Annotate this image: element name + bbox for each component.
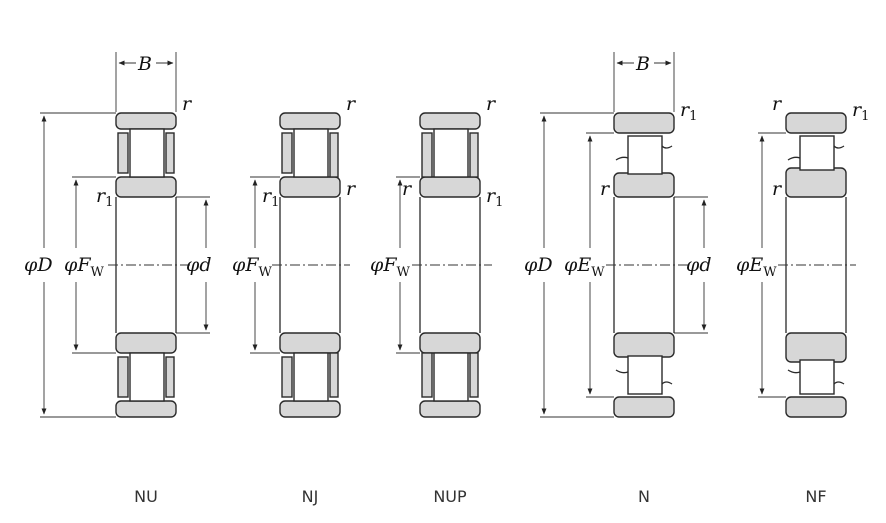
- label-n-phi-d-inner: φd: [686, 254, 711, 276]
- label-nf-r-mid: r: [772, 178, 783, 200]
- label-nj-r-top: r: [346, 93, 357, 115]
- label-nup-phi-fw: φFW: [370, 254, 411, 280]
- label-nup-r-top: r: [486, 93, 497, 115]
- label-nup-r1: r1: [486, 185, 503, 210]
- bearing-nf: [758, 112, 856, 418]
- label-n-phi-ew: φEW: [564, 254, 605, 280]
- label-nj-phi-fw: φFW: [232, 254, 273, 280]
- bearing-name-nu: NU: [134, 487, 158, 506]
- bearing-nj: [250, 112, 350, 418]
- label-n-r1: r1: [680, 99, 697, 124]
- label-n-b: B: [635, 53, 650, 75]
- bearing-nu: [40, 52, 210, 418]
- label-nu-b: B: [137, 53, 152, 75]
- label-nj-r-inner: r: [346, 178, 357, 200]
- label-n-r: r: [600, 178, 611, 200]
- bearing-n: [540, 52, 708, 418]
- label-nj-r1: r1: [262, 185, 279, 210]
- bearing-name-n: N: [638, 487, 650, 506]
- label-nf-r-top: r: [772, 93, 783, 115]
- label-nu-phi-d-outer: φD: [24, 254, 53, 276]
- label-nu-r1: r1: [96, 185, 113, 210]
- label-n-phi-d-outer: φD: [524, 254, 553, 276]
- bearing-nup: [396, 112, 492, 418]
- label-nup-r-left: r: [402, 178, 413, 200]
- label-nu-r: r: [182, 93, 193, 115]
- bearing-name-nf: NF: [805, 487, 826, 506]
- bearing-name-nup: NUP: [433, 487, 467, 506]
- label-nf-r1: r1: [852, 99, 869, 124]
- label-nu-phi-d-inner: φd: [186, 254, 211, 276]
- label-nu-phi-fw: φFW: [64, 254, 105, 280]
- bearing-name-nj: NJ: [302, 487, 319, 506]
- label-nf-phi-ew: φEW: [736, 254, 777, 280]
